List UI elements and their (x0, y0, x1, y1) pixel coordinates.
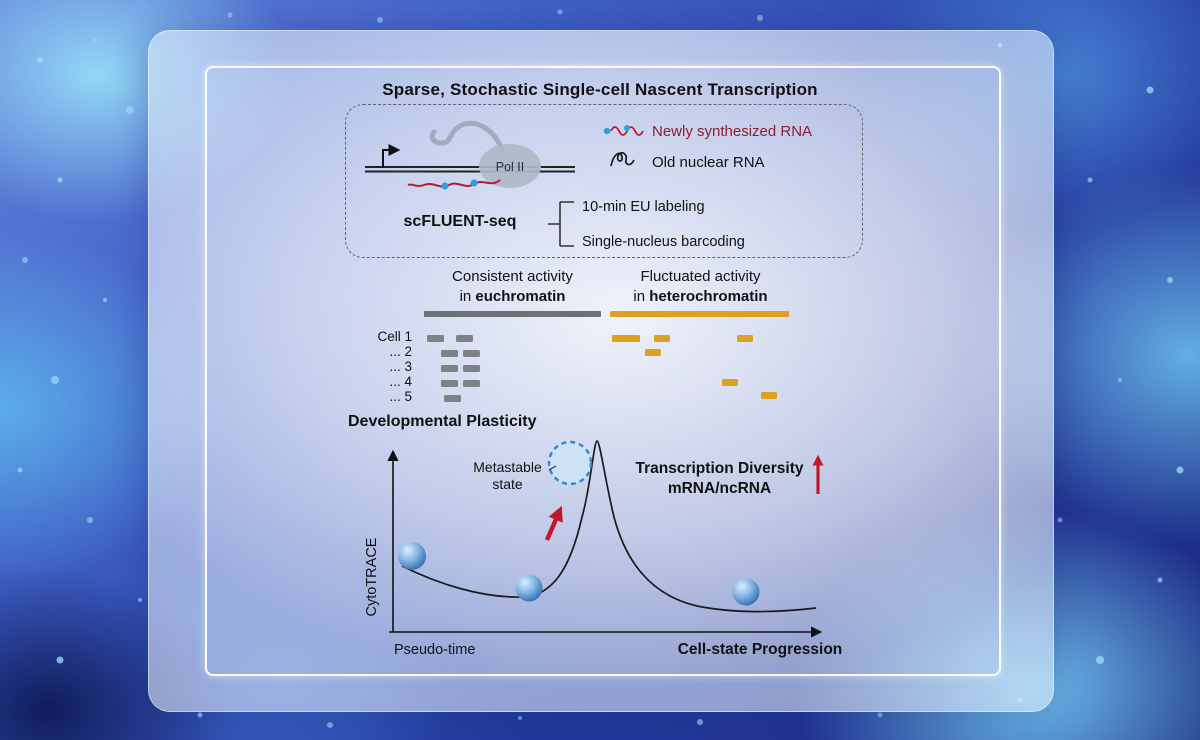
tss-arrow-icon (382, 144, 401, 167)
cytotrace-plot (387, 440, 824, 638)
new-rna-icon (603, 125, 644, 136)
glass-panel (148, 30, 1054, 712)
transcription-diagram: Pol II (365, 120, 575, 190)
euchromatin-bold: euchromatin (475, 288, 566, 305)
cell-label-4: ... 4 (389, 374, 412, 389)
cell-label-2: ... 2 (389, 344, 412, 359)
euchromatin-line2: in euchromatin (420, 287, 605, 307)
eu-label-dot (441, 182, 449, 190)
diversity-label: Transcription Diversity mRNA/ncRNA (622, 459, 817, 499)
heterochromatin-in: in (633, 288, 650, 305)
heterochromatin-bold: heterochromatin (649, 288, 768, 305)
old-rna-icon (610, 151, 635, 167)
euchromatin-dash (441, 380, 458, 387)
heterochromatin-line2: in heterochromatin (608, 287, 793, 307)
euchromatin-dash (463, 350, 480, 357)
old-rna-strand (429, 120, 505, 153)
heterochromatin-dash (645, 349, 661, 356)
heterochromatin-dash (761, 392, 777, 399)
euchromatin-in: in (459, 288, 476, 305)
figure-title: Sparse, Stochastic Single-cell Nascent T… (382, 80, 818, 99)
cell-sphere-3 (732, 578, 760, 606)
cell-label-3: ... 3 (389, 359, 412, 374)
method-step-2: Single-nucleus barcoding (582, 234, 745, 250)
euchromatin-dash (441, 365, 458, 372)
heterochromatin-dash (612, 335, 640, 342)
cell-label-1: Cell 1 (377, 329, 412, 344)
mechanism-box (345, 104, 863, 258)
nascent-rna-strand (407, 179, 501, 188)
method-bracket (548, 201, 574, 247)
euchromatin-dash (444, 395, 461, 402)
euchromatin-dash (427, 335, 444, 342)
metastable-line1: Metastable (473, 459, 542, 475)
metastable-label: Metastable state (460, 459, 555, 493)
euchromatin-dash (463, 380, 480, 387)
euchromatin-bar (424, 311, 601, 317)
euchromatin-dash (441, 350, 458, 357)
red-up-arrow-diagonal (544, 505, 563, 541)
x-axis-label-right: Cell-state Progression (677, 641, 843, 658)
legend-old-rna: Old nuclear RNA (652, 154, 765, 171)
method-name: scFLUENT-seq (403, 213, 517, 230)
plot-heading: Developmental Plasticity (348, 413, 537, 430)
diversity-line1: Transcription Diversity (635, 460, 804, 477)
cell-label-5: ... 5 (389, 389, 412, 404)
heterochromatin-bar (610, 311, 789, 317)
plasticity-curve (401, 440, 817, 613)
euchromatin-dash (456, 335, 473, 342)
euchromatin-line1: Consistent activity (452, 268, 573, 285)
legend-new-rna: Newly synthesized RNA (652, 123, 813, 140)
cell-sphere-1 (398, 542, 426, 570)
y-axis-label: CytoTRACE (364, 537, 380, 617)
eu-label-dot (470, 179, 478, 187)
heterochromatin-header: Fluctuated activity in heterochromatin (608, 267, 793, 307)
metastable-line2: state (492, 476, 523, 492)
cell-sphere-2 (515, 574, 543, 602)
heterochromatin-line1: Fluctuated activity (640, 268, 761, 285)
method-step-1: 10-min EU labeling (582, 199, 705, 215)
euchromatin-dash (463, 365, 480, 372)
euchromatin-header: Consistent activity in euchromatin (420, 267, 605, 307)
heterochromatin-dash (737, 335, 753, 342)
diversity-line2: mRNA/ncRNA (667, 480, 772, 497)
x-axis-label: Pseudo-time (394, 642, 476, 658)
metastable-state-circle (547, 440, 593, 486)
pol-ii-ellipse (479, 144, 541, 188)
inner-frame (205, 66, 1001, 676)
metastable-pointer-line (548, 465, 557, 471)
pol-ii-label: Pol II (496, 160, 525, 174)
heterochromatin-dash (722, 379, 738, 386)
heterochromatin-dash (654, 335, 670, 342)
